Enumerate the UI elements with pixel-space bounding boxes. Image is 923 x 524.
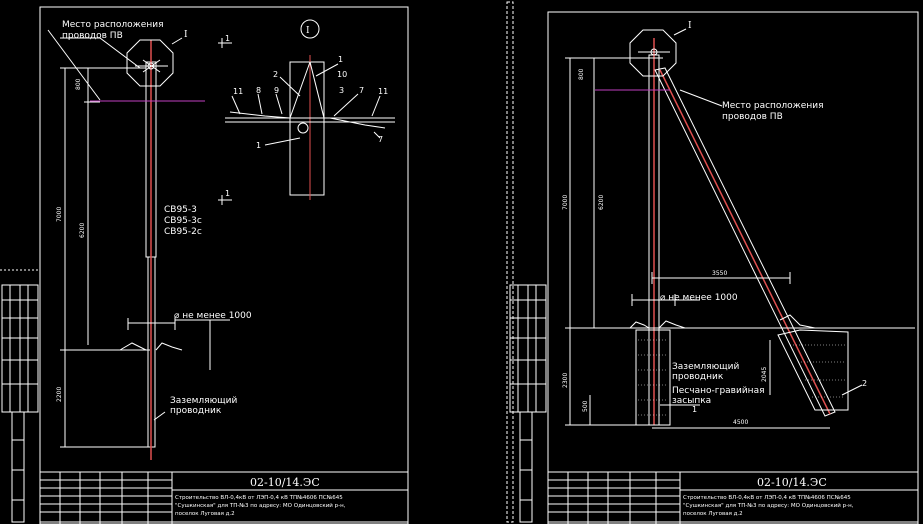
left-pole — [145, 40, 157, 460]
left-callout-11b: 11 — [378, 87, 388, 96]
left-doc-code: 02-10/14.ЭС — [250, 476, 320, 489]
left-callout-7b: 7 — [378, 135, 383, 144]
right-sheet — [506, 1, 919, 524]
left-detail-view — [218, 19, 395, 205]
right-location-label-2: проводов ПВ — [722, 112, 783, 122]
right-doc-code: 02-10/14.ЭС — [757, 476, 827, 489]
right-node-label: I — [688, 21, 692, 31]
left-dim-6200: 6200 — [79, 223, 86, 238]
right-pole — [648, 38, 660, 426]
right-earth-label-2: проводник — [672, 372, 724, 382]
left-ground — [119, 318, 230, 351]
left-callout-1b: 1 — [256, 141, 261, 150]
left-stamp — [39, 471, 409, 524]
left-callout-1: 1 — [338, 55, 343, 64]
left-wire-3: СВ95-2с — [164, 227, 202, 237]
left-callout-2: 2 — [273, 70, 278, 79]
left-location-label-1: Место расположения — [62, 20, 163, 30]
left-dimensions — [60, 67, 211, 448]
right-sand-label-1: Песчано-гравийная — [672, 386, 765, 396]
left-wire-2: СВ95-3с — [164, 216, 202, 226]
left-section-mark-bottom: 1 — [225, 189, 230, 198]
left-desc-1: Строительство ВЛ-0,4кВ от ЛЭП-0,4 кВ ТП№… — [175, 495, 343, 501]
left-desc-2: "Сушкинская" для ТП-№3 по адресу: МО Оди… — [175, 502, 346, 509]
left-node-label: I — [184, 30, 188, 40]
right-desc-2: "Сушкинская" для ТП-№3 по адресу: МО Оди… — [683, 502, 854, 509]
left-dim-2200: 2200 — [56, 387, 63, 402]
left-callout-10: 10 — [337, 70, 347, 79]
left-ground-note: ⌀ не менее 1000 — [174, 311, 252, 321]
right-sand-label-2: засыпка — [672, 396, 711, 406]
left-callout-3: 3 — [339, 86, 344, 95]
left-wire-1: СВ95-3 — [164, 205, 197, 215]
right-desc-1: Строительство ВЛ-0,4кВ от ЛЭП-0,4 кВ ТП№… — [683, 495, 851, 501]
right-dim-3550: 3550 — [712, 270, 727, 277]
right-dim-2300: 2300 — [562, 373, 569, 388]
right-dim-7000: 7000 — [562, 195, 569, 210]
left-callout-9: 9 — [274, 86, 279, 95]
right-callout-2: 2 — [862, 379, 867, 388]
right-strut — [654, 67, 836, 417]
left-callout-7: 7 — [359, 86, 364, 95]
left-earth-label-2: проводник — [170, 406, 222, 416]
right-detail-octagon — [629, 29, 677, 77]
right-desc-3: поселок Луговая д.2 — [683, 511, 743, 517]
right-location-label-1: Место расположения — [722, 101, 823, 111]
right-dim-500: 500 — [582, 400, 589, 412]
right-dim-2045: 2045 — [761, 367, 768, 382]
left-dim-800: 800 — [75, 78, 82, 90]
right-dim-4500: 4500 — [733, 419, 748, 426]
left-section-mark-top: 1 — [225, 34, 230, 43]
left-dim-7000: 7000 — [56, 207, 63, 222]
right-ground-note: ⌀ не менее 1000 — [660, 293, 738, 303]
left-callout-11a: 11 — [233, 87, 243, 96]
left-detail-octagon — [126, 39, 174, 87]
right-dimensions — [565, 57, 915, 429]
left-callout-8: 8 — [256, 86, 261, 95]
right-callout-1: 1 — [692, 405, 697, 414]
right-dim-6200: 6200 — [598, 195, 605, 210]
left-location-label-2: проводов ПВ — [62, 31, 123, 41]
left-sheet — [0, 6, 409, 524]
left-frame — [39, 6, 409, 523]
right-stamp — [547, 471, 919, 524]
right-frame — [547, 11, 919, 523]
right-earth-label-1: Заземляющий — [672, 362, 739, 372]
left-desc-3: поселок Луговая д.2 — [175, 511, 235, 517]
right-dim-800: 800 — [578, 68, 585, 80]
left-earth-label-1: Заземляющий — [170, 396, 237, 406]
left-detail-circle-label: I — [306, 26, 310, 36]
right-ground — [629, 294, 849, 426]
